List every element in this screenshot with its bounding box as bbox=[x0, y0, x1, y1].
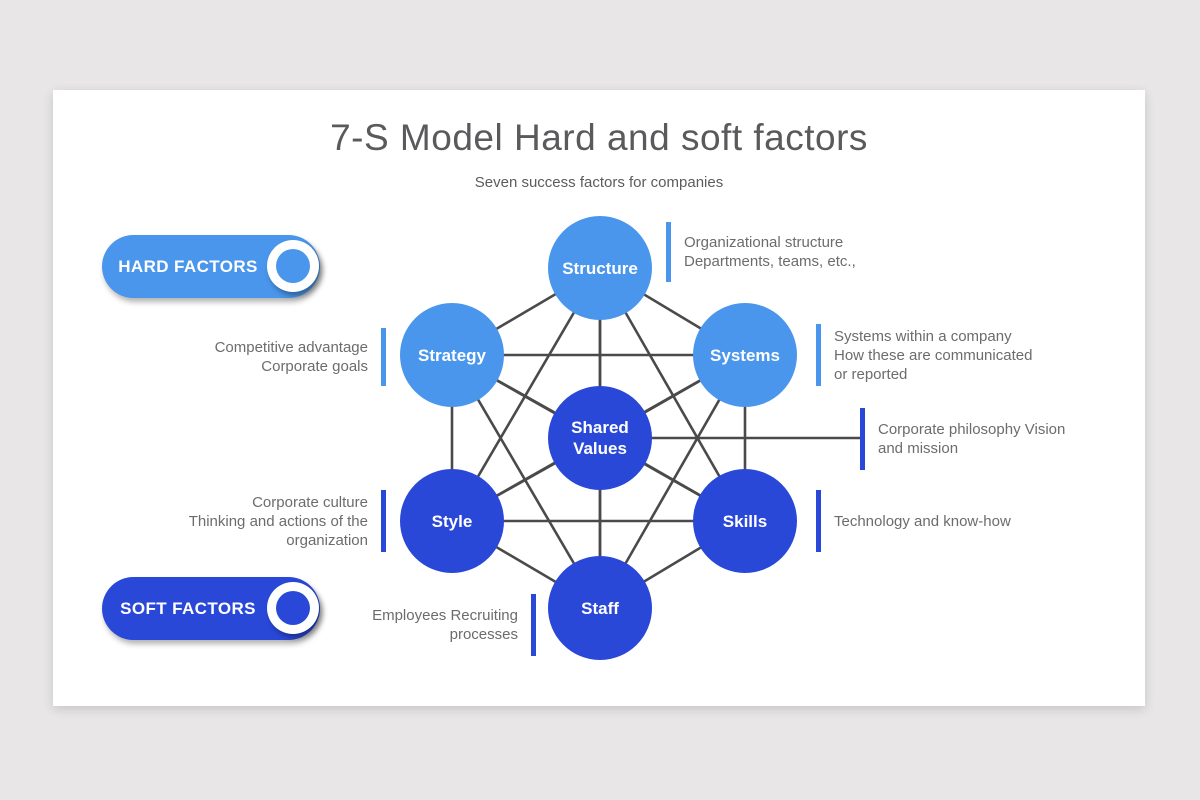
node-style-label: Style bbox=[431, 511, 473, 531]
strategy-annotation: Competitive advantage Corporate goals bbox=[189, 328, 386, 386]
staff-annotation-line2: processes bbox=[449, 626, 518, 643]
node-staff-label: Staff bbox=[581, 598, 619, 618]
skills-annotation-line1: Technology and know-how bbox=[834, 512, 1011, 530]
structure-annotation-line1: Organizational structure bbox=[684, 234, 844, 251]
systems-annotation-bar bbox=[816, 324, 821, 386]
hard-factors-knob-icon bbox=[267, 240, 319, 292]
style-annotation: Corporate culture Thinking and actions o… bbox=[180, 490, 386, 552]
node-strategy: Strategy bbox=[400, 303, 504, 407]
style-annotation-line1: Corporate culture bbox=[252, 493, 368, 511]
node-systems-label: Systems bbox=[710, 345, 780, 365]
hard-factors-label: HARD FACTORS bbox=[118, 256, 258, 276]
page-title: 7-S Model Hard and soft factors bbox=[330, 117, 868, 158]
structure-annotation-line2: Departments, teams, etc., bbox=[684, 253, 856, 270]
style-annotation-line2: Thinking and actions of the bbox=[188, 512, 368, 530]
structure-annotation-bar bbox=[666, 222, 671, 282]
node-shared-values: Shared Values bbox=[548, 386, 652, 490]
style-annotation-line3: organization bbox=[286, 531, 368, 549]
skills-annotation: Technology and know-how bbox=[816, 490, 1056, 552]
node-shared-values-label: Shared Values bbox=[571, 418, 629, 458]
skills-annotation-bar bbox=[816, 490, 821, 552]
node-structure: Structure bbox=[548, 216, 652, 320]
soft-factors-label: SOFT FACTORS bbox=[120, 598, 256, 618]
node-skills-label: Skills bbox=[722, 511, 768, 531]
style-annotation-bar bbox=[381, 490, 386, 552]
soft-factors-knob-icon bbox=[267, 582, 319, 634]
systems-annotation: Systems within a company How these are c… bbox=[816, 324, 1066, 386]
soft-factors-pill: SOFT FACTORS bbox=[102, 577, 320, 640]
systems-annotation-line2: How these are communicated bbox=[834, 346, 1033, 364]
shared-values-annotation-line2: and mission bbox=[878, 440, 959, 457]
staff-annotation: Employees Recruiting processes bbox=[348, 594, 536, 656]
systems-annotation-line1: Systems within a company bbox=[834, 327, 1012, 345]
node-systems: Systems bbox=[693, 303, 797, 407]
node-style: Style bbox=[400, 469, 504, 573]
strategy-annotation-line1: Competitive advantage bbox=[214, 339, 368, 356]
node-staff: Staff bbox=[548, 556, 652, 660]
staff-annotation-line1: Employees Recruiting bbox=[372, 607, 518, 624]
shared-values-annotation-line1: Corporate philosophy Vision bbox=[878, 421, 1066, 438]
shared-values-annotation: Corporate philosophy Vision and mission bbox=[860, 408, 1100, 470]
shared-values-annotation-bar bbox=[860, 408, 865, 470]
node-skills: Skills bbox=[693, 469, 797, 573]
soft-factors-knob-inner bbox=[276, 591, 310, 625]
hard-factors-knob-inner bbox=[276, 249, 310, 283]
strategy-annotation-bar bbox=[381, 328, 386, 386]
strategy-annotation-line2: Corporate goals bbox=[261, 358, 368, 375]
node-structure-label: Structure bbox=[562, 258, 638, 278]
systems-annotation-line3: or reported bbox=[834, 365, 908, 383]
staff-annotation-bar bbox=[531, 594, 536, 656]
structure-annotation: Organizational structure Departments, te… bbox=[666, 222, 916, 282]
hard-factors-pill: HARD FACTORS bbox=[102, 235, 320, 298]
page-subtitle: Seven success factors for companies bbox=[474, 174, 724, 191]
node-strategy-label: Strategy bbox=[417, 345, 487, 365]
